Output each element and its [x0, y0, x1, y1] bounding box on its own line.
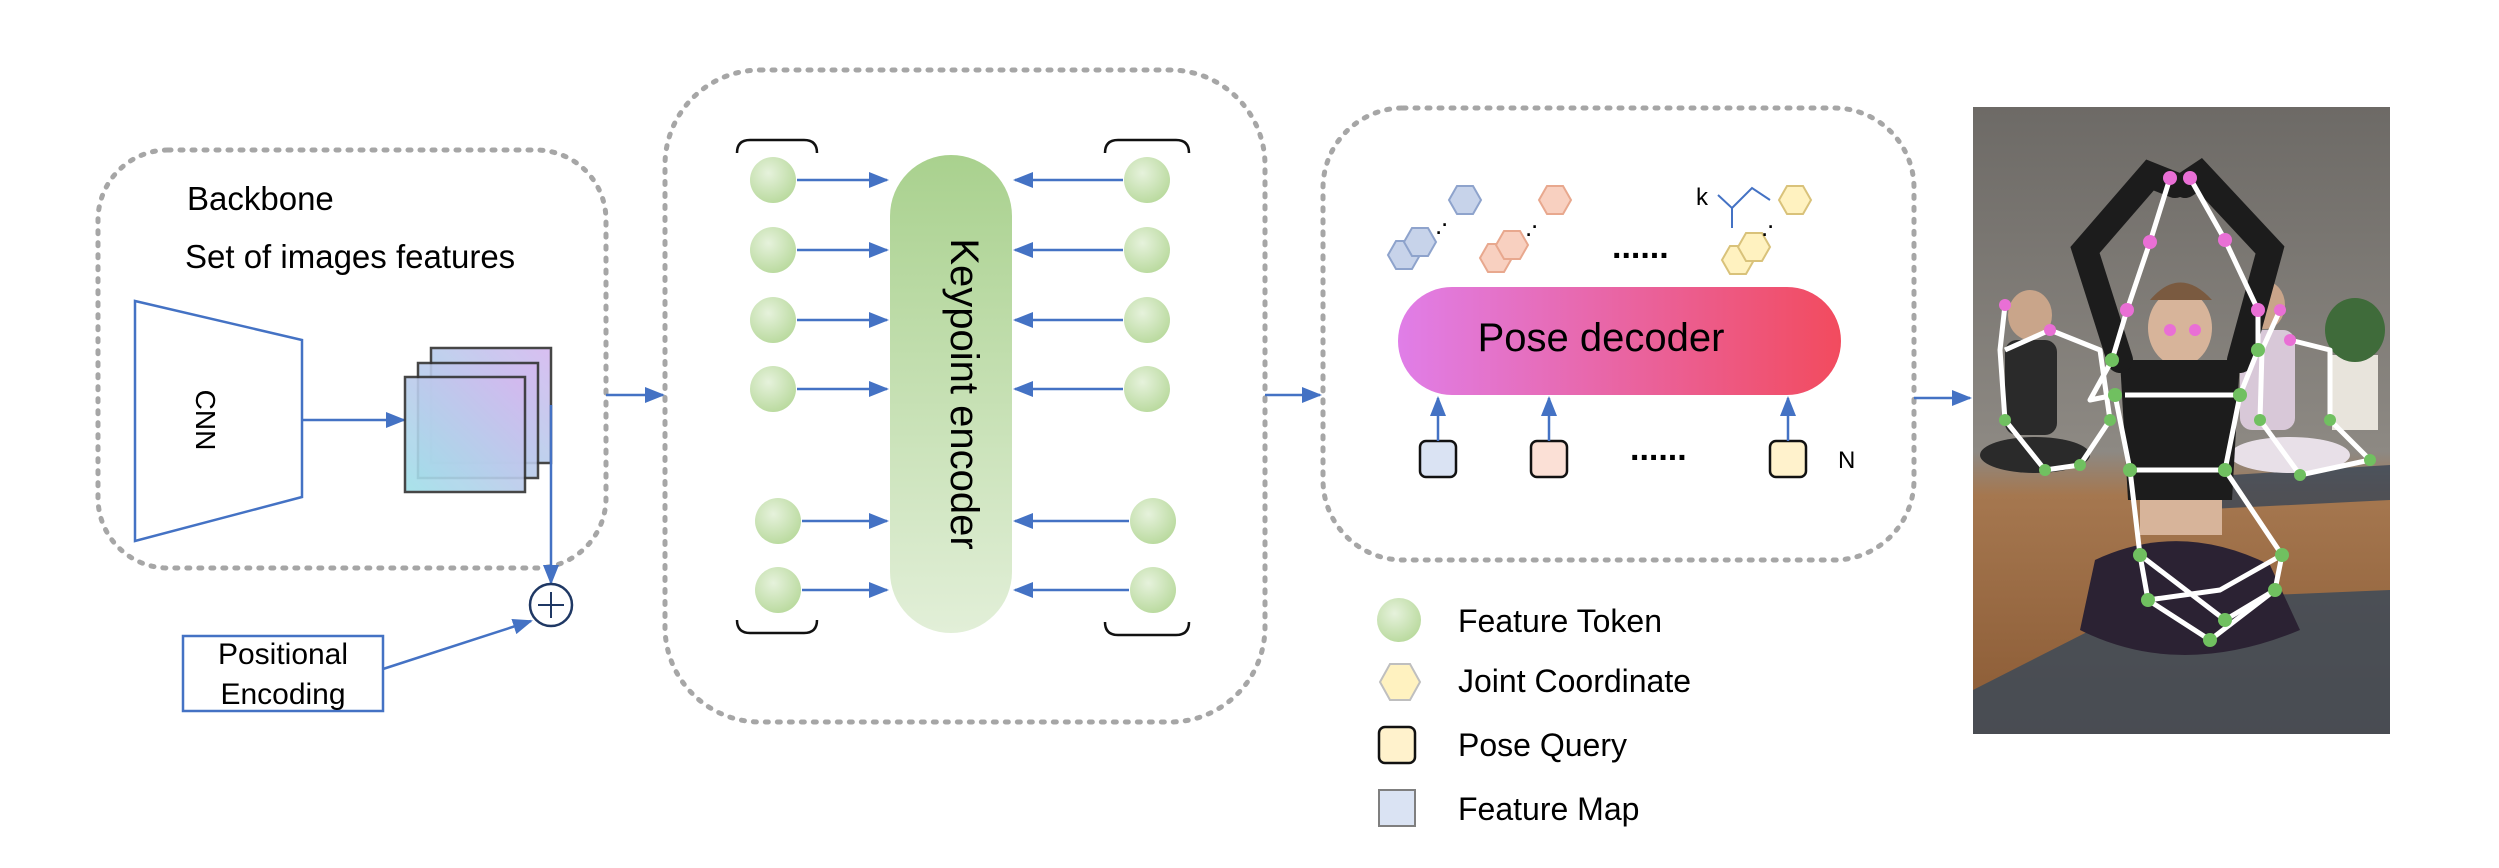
hexagon-cluster-blue [1386, 185, 1483, 270]
feature-token [1124, 366, 1170, 412]
joint-coordinate-hexagon-icon [1378, 663, 1422, 701]
feature-token [1124, 227, 1170, 273]
left-feature-tokens [750, 157, 801, 613]
query-ellipsis: ...... [1630, 430, 1687, 468]
feature-token [750, 157, 796, 203]
backbone-subtitle: Set of images features [185, 238, 515, 275]
left-top-bracket [735, 138, 819, 154]
k-brace [1717, 186, 1771, 228]
pose-queries [1418, 439, 1808, 479]
keypoint-encoder-block [890, 155, 1012, 633]
feature-token [1124, 297, 1170, 343]
feature-token [1130, 498, 1176, 544]
feature-token [755, 498, 801, 544]
encoder-panel: Keypoint encoder [662, 67, 1268, 725]
pose-joints-green [1999, 343, 2376, 647]
feature-token [750, 366, 796, 412]
legend-label-pose-query: Pose Query [1458, 727, 1627, 763]
pose-joints-pink [1999, 171, 2296, 346]
svg-text:.: . [1761, 212, 1768, 242]
right-token-arrows [1013, 172, 1129, 598]
feature-token-circle-icon [1377, 598, 1421, 642]
right-top-bracket [1103, 138, 1191, 154]
keypoint-encoder-label: Keypoint encoder [942, 238, 986, 549]
legend-label-feature-map: Feature Map [1458, 791, 1639, 827]
joint-coordinate-hexagons: . . . . . . [1386, 185, 1813, 275]
feature-token [1124, 157, 1170, 203]
legend-label-joint-coordinate: Joint Coordinate [1458, 663, 1691, 699]
feature-token [750, 227, 796, 273]
k-label: k [1696, 184, 1709, 211]
svg-text:.: . [1435, 210, 1442, 240]
right-bottom-bracket [1103, 621, 1191, 637]
svg-text:.: . [1441, 202, 1448, 232]
hexagon-cluster-yellow [1720, 185, 1813, 275]
backbone-dashed-border [95, 147, 609, 571]
query-arrows [1430, 396, 1796, 441]
legend-label-feature-token: Feature Token [1458, 603, 1662, 639]
hexagon-ellipsis: ...... [1612, 228, 1669, 266]
pose-estimation-image [1973, 107, 2390, 734]
svg-text:.: . [1525, 212, 1532, 242]
pose-decoder-label: Pose decoder [1478, 316, 1725, 360]
cnn-trapezoid [133, 299, 304, 543]
positional-encoding-line1: Positional [218, 638, 348, 671]
positional-encoding-line2: Encoding [220, 678, 345, 711]
backbone-panel: Backbone Set of images features CNN [95, 147, 609, 585]
positional-encoding-box: Positional Encoding [181, 618, 533, 713]
decoder-dashed-border [1320, 105, 1917, 563]
left-token-arrows [797, 172, 889, 598]
feature-token [750, 297, 796, 343]
right-feature-tokens [1124, 157, 1176, 613]
pose-query-blue [1418, 439, 1458, 479]
feature-map-stack [403, 346, 553, 494]
svg-text:.: . [1531, 204, 1538, 234]
decoder-panel: . . . . . . k ...... Pose decode [1320, 105, 1917, 563]
pose-query-peach [1529, 439, 1569, 479]
legend: Feature Token Joint Coordinate Pose Quer… [1377, 598, 1691, 827]
posenc-to-plus-arrow [382, 618, 533, 671]
feature-token [1130, 567, 1176, 613]
feature-token [755, 567, 801, 613]
pose-query-yellow [1768, 439, 1808, 479]
feature-map-square-icon [1378, 789, 1416, 827]
left-bottom-bracket [735, 619, 819, 635]
add-operator [528, 582, 574, 628]
cnn-label: CNN [190, 390, 221, 451]
pose-query-square-icon [1377, 725, 1417, 765]
backbone-title: Backbone [187, 180, 334, 217]
svg-text:.: . [1767, 204, 1774, 234]
pose-decoder-block [1398, 287, 1841, 395]
plant-decoration [2325, 298, 2385, 430]
n-label: N [1838, 447, 1855, 474]
hexagon-cluster-peach [1478, 185, 1573, 273]
